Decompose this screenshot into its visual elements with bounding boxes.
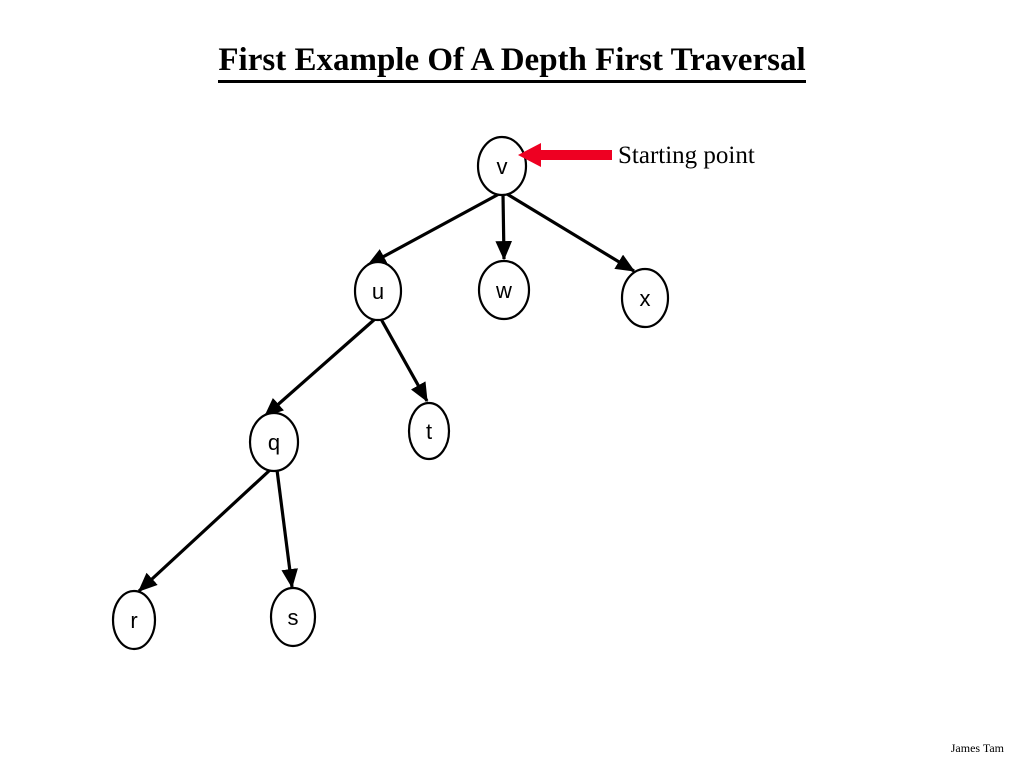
node-t[interactable] [407, 401, 451, 461]
page-title-text: First Example Of A Depth First Traversal [218, 42, 806, 83]
node-r[interactable] [111, 589, 157, 651]
node-u[interactable] [353, 260, 403, 322]
starting-point-arrow [518, 143, 612, 167]
edge-u-to-q [263, 317, 377, 418]
node-q[interactable] [248, 411, 300, 473]
edge-v-to-x [506, 192, 636, 273]
edge-v-to-u [366, 192, 500, 267]
tree-nodes [111, 135, 670, 651]
edge-q-to-s [275, 469, 298, 589]
node-v[interactable] [476, 135, 528, 197]
arrow-left-icon [518, 143, 612, 167]
edge-q-to-r [137, 468, 272, 593]
footer-author: James Tam [950, 741, 1004, 755]
starting-point-label: Starting point [618, 142, 755, 169]
edge-u-to-t [379, 318, 429, 403]
tree-edges [137, 192, 636, 593]
node-x[interactable] [620, 267, 670, 329]
page-title: First Example Of A Depth First Traversal [0, 40, 1024, 83]
edge-v-to-w [495, 193, 513, 261]
node-w[interactable] [477, 259, 531, 321]
node-s[interactable] [269, 586, 317, 648]
